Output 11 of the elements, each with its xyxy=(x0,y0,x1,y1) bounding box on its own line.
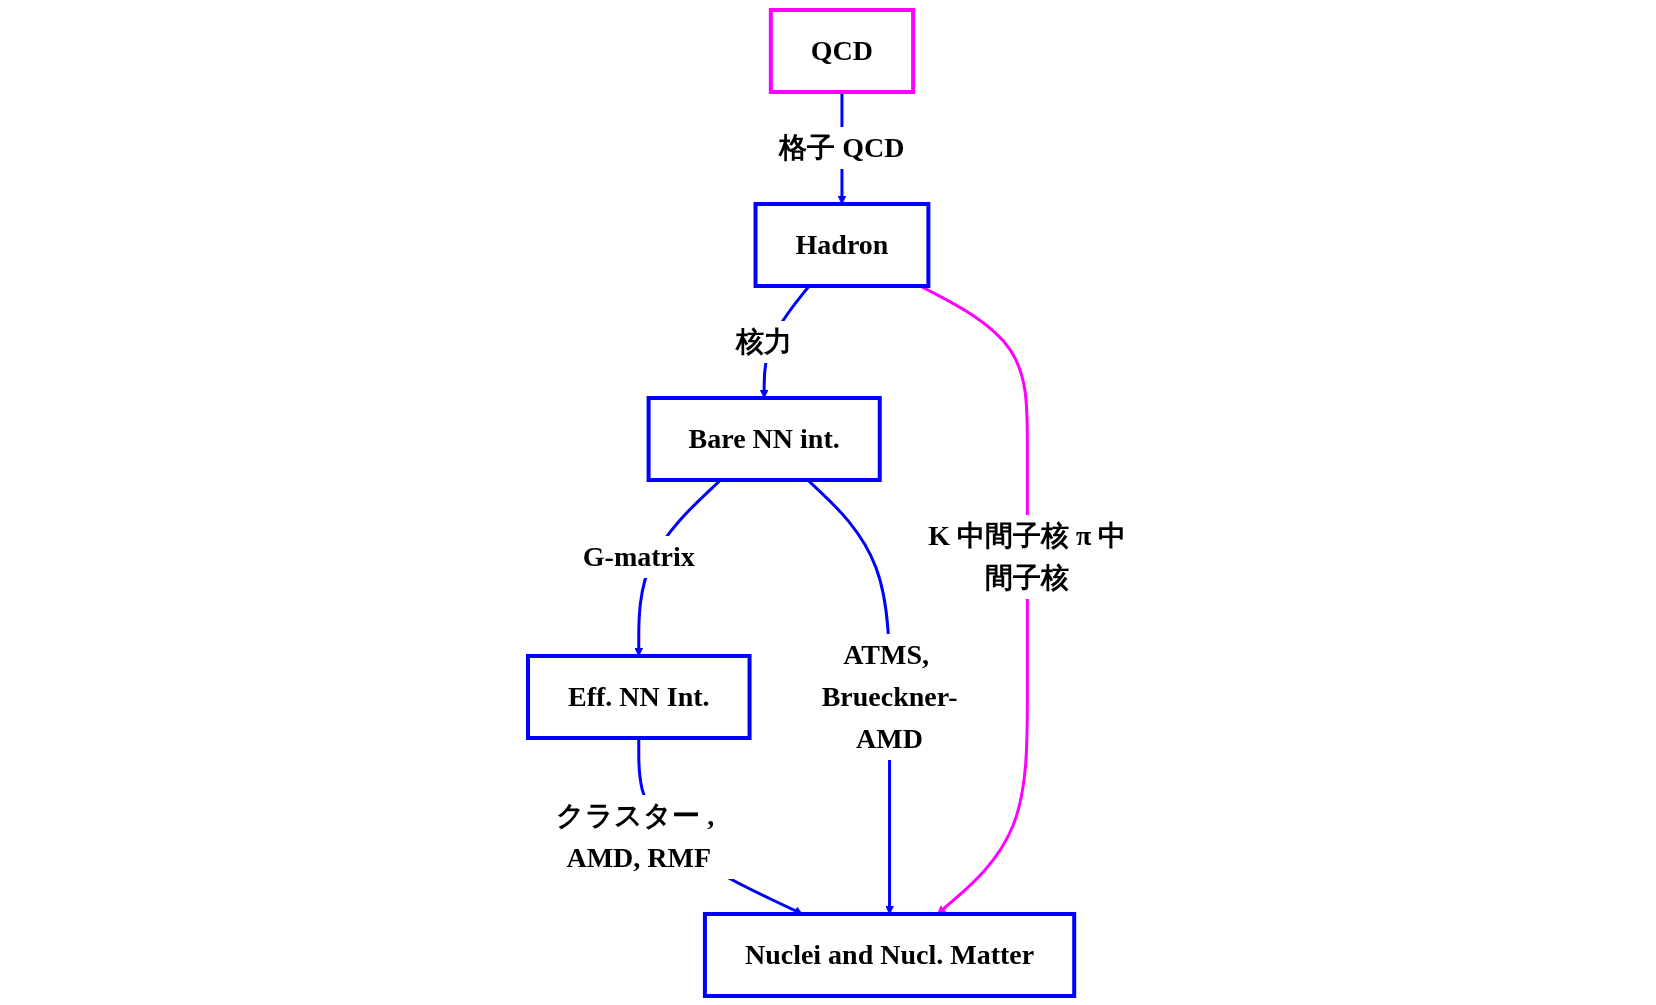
edge-label: G-matrix xyxy=(583,540,696,572)
edge-label: クラスター , AMD, RMF xyxy=(556,799,715,873)
node-box: Eff. NN Int. xyxy=(526,653,752,740)
node-box: Bare NN int. xyxy=(646,395,883,482)
edge-label: 核力 xyxy=(736,325,793,357)
edge-label: ATMS, Brueckner-AMD xyxy=(821,638,958,754)
node-box: Hadron xyxy=(753,201,931,288)
edge-label: K 中間子核 π 中間子核 xyxy=(928,519,1127,593)
edge-label: 格子 QCD xyxy=(779,131,905,163)
node-box: QCD xyxy=(769,7,916,94)
node-box: Nuclei and Nucl. Matter xyxy=(703,911,1077,998)
